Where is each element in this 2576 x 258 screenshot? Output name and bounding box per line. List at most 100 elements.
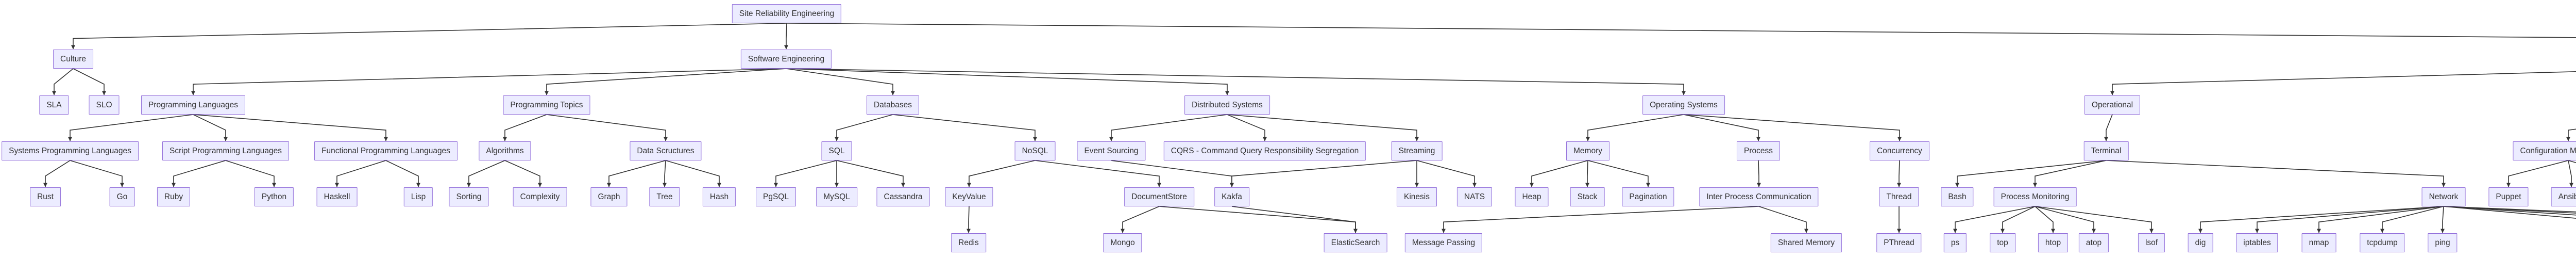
edge-process-ipc <box>1757 160 1761 187</box>
edge-memory-heap <box>1530 160 1588 187</box>
edge-network-traceroute <box>2443 206 2576 216</box>
node-process: Process <box>1737 141 1780 160</box>
edge-spl-go <box>70 160 124 187</box>
edge-ops-operational <box>2110 71 2576 95</box>
edge-network-mtr <box>2443 206 2576 219</box>
edge-docstore-elasticsearch <box>1159 206 1358 233</box>
node-sql: SQL <box>821 141 852 160</box>
node-es: Event Sourcing <box>1077 141 1146 160</box>
edge-iac-cm <box>2566 128 2576 141</box>
node-pl: Programming Languages <box>141 95 246 115</box>
edge-procmon-ps <box>1953 206 2036 233</box>
node-go: Go <box>109 187 135 206</box>
edge-sql-cassandra <box>836 160 905 187</box>
node-complexity: Complexity <box>513 187 567 206</box>
node-ps: ps <box>1943 233 1967 252</box>
edge-ds-cqrs <box>1227 114 1267 141</box>
edge-swe-pl <box>191 68 787 95</box>
edge-ipc-msgpassing <box>1442 206 1759 233</box>
edge-nosql-docstore <box>1035 160 1161 187</box>
node-cqrs: CQRS - Command Query Responsibility Segr… <box>1163 141 1366 160</box>
node-ansible: Ansible <box>2551 187 2576 206</box>
node-keyvalue: KeyValue <box>945 187 993 206</box>
edge-swe-pt <box>545 68 787 95</box>
edge-procmon-htop <box>2035 206 2055 233</box>
node-iptables: iptables <box>2236 233 2278 252</box>
edge-pt-algorithms <box>503 114 547 141</box>
edge-dstruct-graph <box>607 160 666 187</box>
edge-pl-fpl <box>193 114 388 141</box>
edge-ipc-sharedmem <box>1758 206 1808 233</box>
edge-terminal-procmon <box>2033 160 2107 187</box>
node-python: Python <box>254 187 294 206</box>
edge-memory-stack <box>1585 160 1589 187</box>
node-network: Network <box>2421 187 2466 206</box>
edge-network-dig <box>2198 206 2444 233</box>
edge-procmon-top <box>2001 206 2036 233</box>
node-nosql: NoSQL <box>1014 141 1056 160</box>
edge-network-nmap <box>2317 206 2444 233</box>
node-docstore: DocumentStore <box>1124 187 1194 206</box>
edge-pl-scpl <box>193 114 228 141</box>
node-msgpassing: Message Passing <box>1404 233 1483 252</box>
node-scpl: Script Programming Languages <box>162 141 289 160</box>
node-concurrency: Concurrency <box>1870 141 1929 160</box>
edge-os-process <box>1683 114 1760 141</box>
node-ds: Distributed Systems <box>1184 95 1270 115</box>
edge-algorithms-complexity <box>504 160 542 187</box>
node-lisp: Lisp <box>403 187 433 206</box>
edge-network-ping <box>2441 206 2445 233</box>
edge-network-airodump <box>2443 206 2576 213</box>
node-sre: Site Reliability Engineering <box>732 4 842 23</box>
node-rust: Rust <box>30 187 61 206</box>
node-pagination: Pagination <box>1622 187 1674 206</box>
edge-fpl-haskell <box>335 160 386 187</box>
node-pthread: PThread <box>1876 233 1922 252</box>
edge-sre-ops <box>786 23 2576 38</box>
node-procmon: Process Monitoring <box>1993 187 2077 206</box>
edge-sql-pgsql <box>774 160 837 187</box>
edge-db-nosql <box>892 114 1037 141</box>
node-nmap: nmap <box>2301 233 2336 252</box>
node-db: Databases <box>866 95 920 115</box>
node-nats: NATS <box>1456 187 1493 206</box>
edge-network-tcpdump <box>2380 206 2444 233</box>
node-htop: htop <box>2038 233 2069 252</box>
node-hash: Hash <box>702 187 736 206</box>
node-stack: Stack <box>1570 187 1605 206</box>
node-ipc: Inter Process Communication <box>1699 187 1819 206</box>
node-slo: SLO <box>89 95 120 115</box>
node-tcpdump: tcpdump <box>2360 233 2405 252</box>
node-algorithms: Algorithms <box>479 141 531 160</box>
edge-kakfa-elasticsearch <box>1231 206 1358 233</box>
node-thread: Thread <box>1879 187 1919 206</box>
node-operational: Operational <box>2084 95 2141 115</box>
node-haskell: Haskell <box>316 187 358 206</box>
edge-algorithms-sorting <box>467 160 505 187</box>
edge-swe-db <box>786 68 895 95</box>
node-elasticsearch: ElasticSearch <box>1324 233 1387 252</box>
edge-docstore-mongo <box>1121 206 1160 233</box>
edge-spl-rust <box>43 160 71 187</box>
node-cm: Configuration Management <box>2513 141 2576 160</box>
edge-streaming-kakfa <box>1230 160 1417 187</box>
node-lsof: lsof <box>2138 233 2165 252</box>
edge-network-iptables <box>2255 206 2444 233</box>
edge-dstruct-tree <box>663 160 667 187</box>
edge-scpl-python <box>225 160 276 187</box>
node-redis: Redis <box>951 233 986 252</box>
edge-culture-sla <box>52 68 74 95</box>
edge-fpl-lisp <box>385 160 420 187</box>
node-os: Operating Systems <box>1642 95 1725 115</box>
edge-os-concurrency <box>1683 114 1902 141</box>
edge-operational-terminal <box>2104 114 2113 141</box>
edge-culture-slo <box>73 68 106 95</box>
edge-cm-puppet <box>2506 160 2569 187</box>
edge-network-airmon <box>2443 206 2576 214</box>
node-mongo: Mongo <box>1103 233 1142 252</box>
edge-concurrency-thread <box>1897 160 1901 187</box>
edge-nosql-keyvalue <box>967 160 1036 187</box>
node-culture: Culture <box>53 50 93 69</box>
